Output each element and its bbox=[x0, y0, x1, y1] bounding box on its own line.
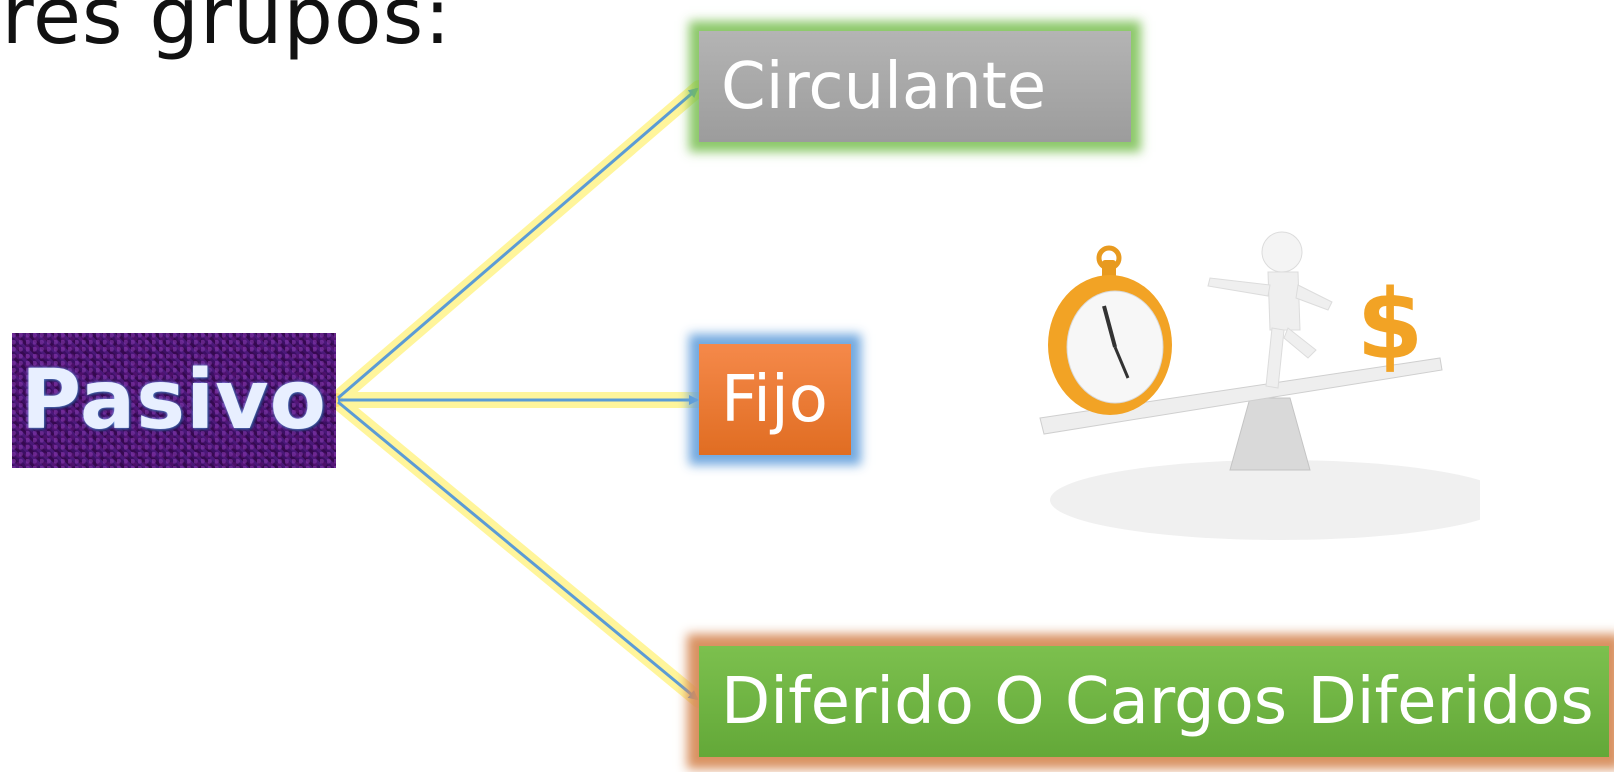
stopwatch-icon bbox=[1048, 245, 1172, 415]
node-circulante-label: Circulante bbox=[721, 49, 1047, 124]
node-circulante: Circulante bbox=[699, 31, 1131, 142]
arrow-to-diferido bbox=[337, 400, 699, 701]
root-node-label: Pasivo bbox=[21, 353, 327, 448]
node-fijo: Fijo bbox=[699, 344, 851, 455]
root-node-pasivo: Pasivo bbox=[12, 333, 336, 468]
time-money-balance-icon: $ bbox=[1039, 231, 1480, 540]
node-diferido-label: Diferido O Cargos Diferidos bbox=[721, 664, 1594, 739]
node-fijo-label: Fijo bbox=[721, 362, 828, 437]
slide-heading: tres grupos: bbox=[0, 0, 452, 62]
figure-icon bbox=[1207, 231, 1333, 389]
arrow-glows bbox=[328, 80, 707, 708]
dollar-sign-icon: $ bbox=[1357, 269, 1424, 381]
node-diferido: Diferido O Cargos Diferidos bbox=[699, 646, 1609, 757]
arrow-to-circulante bbox=[337, 87, 699, 400]
